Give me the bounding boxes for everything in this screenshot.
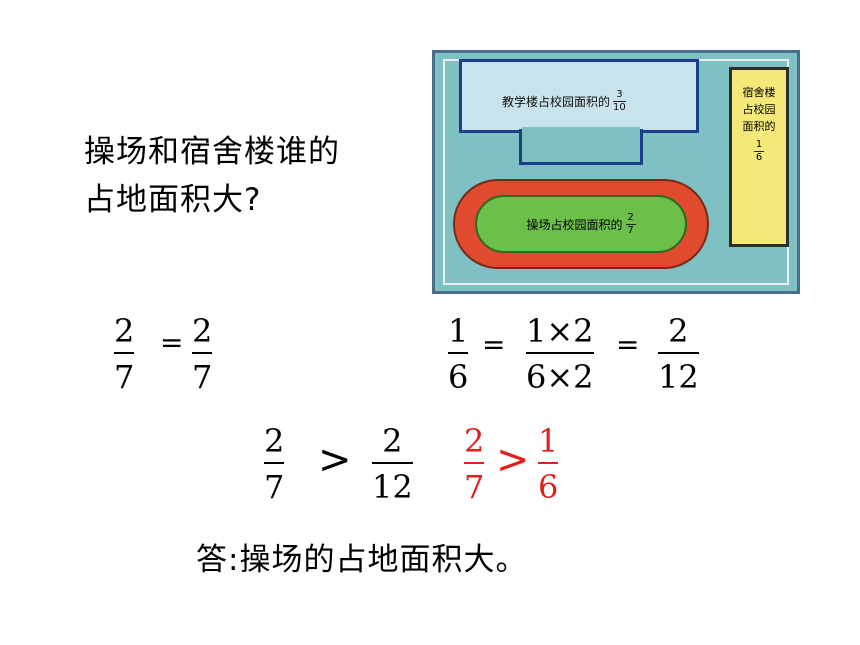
- denominator: 6: [538, 468, 559, 506]
- compare-fraction-d: 1 6: [538, 422, 559, 506]
- denominator: 12: [372, 468, 413, 506]
- numerator: 2: [382, 422, 403, 460]
- denominator: 6×2: [526, 358, 594, 396]
- denominator: 7: [114, 358, 135, 396]
- row2-fraction-b: 1×2 6×2: [526, 314, 594, 394]
- compare-greater-than-1: >: [318, 437, 352, 483]
- field-fraction: 2 7: [625, 211, 636, 236]
- denominator: 6: [448, 358, 469, 396]
- teaching-label-text: 教学楼占校园面积的: [502, 95, 611, 109]
- row1-fraction-b: 2 7: [192, 312, 213, 396]
- row1-equals: =: [160, 326, 184, 359]
- dorm-frac-num: 1: [755, 139, 763, 150]
- compare-fraction-b: 2 12: [372, 424, 413, 504]
- dormitory-building: 宿舍楼 占校园 面积的 1 6: [729, 67, 789, 247]
- field-frac-den: 7: [627, 224, 634, 236]
- denominator: 7: [264, 468, 285, 506]
- row1-fraction-a: 2 7: [114, 312, 135, 396]
- dorm-frac-den: 6: [755, 152, 763, 163]
- teaching-fraction: 3 10: [613, 90, 626, 113]
- teaching-building-notch: [519, 129, 643, 165]
- numerator: 2: [114, 312, 135, 350]
- compare-fraction-c: 2 7: [464, 422, 485, 506]
- field-label-text: 操场占校园面积的: [526, 217, 623, 232]
- dorm-fraction: 1 6: [754, 140, 764, 163]
- running-track: 操场占校园面积的 2 7: [453, 179, 709, 269]
- numerator: 1: [538, 422, 559, 460]
- denominator: 7: [464, 468, 485, 506]
- row2-equals-1: =: [482, 328, 506, 361]
- row2-equals-2: =: [616, 328, 640, 361]
- denominator: 7: [192, 358, 213, 396]
- field-frac-num: 2: [627, 211, 634, 223]
- dorm-label-line-2: 占校园: [742, 103, 776, 116]
- teaching-frac-num: 3: [616, 89, 623, 100]
- numerator: 2: [264, 422, 285, 460]
- compare-fraction-a: 2 7: [264, 422, 285, 506]
- teaching-building-label: 教学楼占校园面积的 3 10: [502, 90, 626, 113]
- row2-fraction-a: 1 6: [448, 312, 469, 396]
- dorm-label-line-3: 面积的: [742, 120, 776, 133]
- dorm-label-line-1: 宿舍楼: [742, 86, 776, 99]
- compare-greater-than-2: >: [496, 437, 530, 483]
- numerator: 2: [464, 422, 485, 460]
- teaching-building: 教学楼占校园面积的 3 10: [459, 59, 699, 133]
- numerator: 1: [448, 312, 469, 350]
- numerator: 2: [192, 312, 213, 350]
- question-line-2: 占地面积大?: [84, 182, 262, 218]
- sports-field: 操场占校园面积的 2 7: [475, 195, 687, 253]
- numerator: 2: [668, 312, 689, 350]
- question-text: 操场和宿舍楼谁的 占地面积大?: [84, 128, 404, 224]
- numerator: 1×2: [526, 312, 594, 350]
- answer-text: 答:操场的占地面积大。: [196, 542, 528, 578]
- question-line-1: 操场和宿舍楼谁的: [84, 134, 340, 170]
- row2-fraction-c: 2 12: [658, 314, 699, 394]
- teaching-frac-den: 10: [613, 102, 626, 113]
- campus-map-illustration: 教学楼占校园面积的 3 10 宿舍楼 占校园 面积的 1 6 操场占校园面积的 …: [432, 50, 800, 294]
- denominator: 12: [658, 358, 699, 396]
